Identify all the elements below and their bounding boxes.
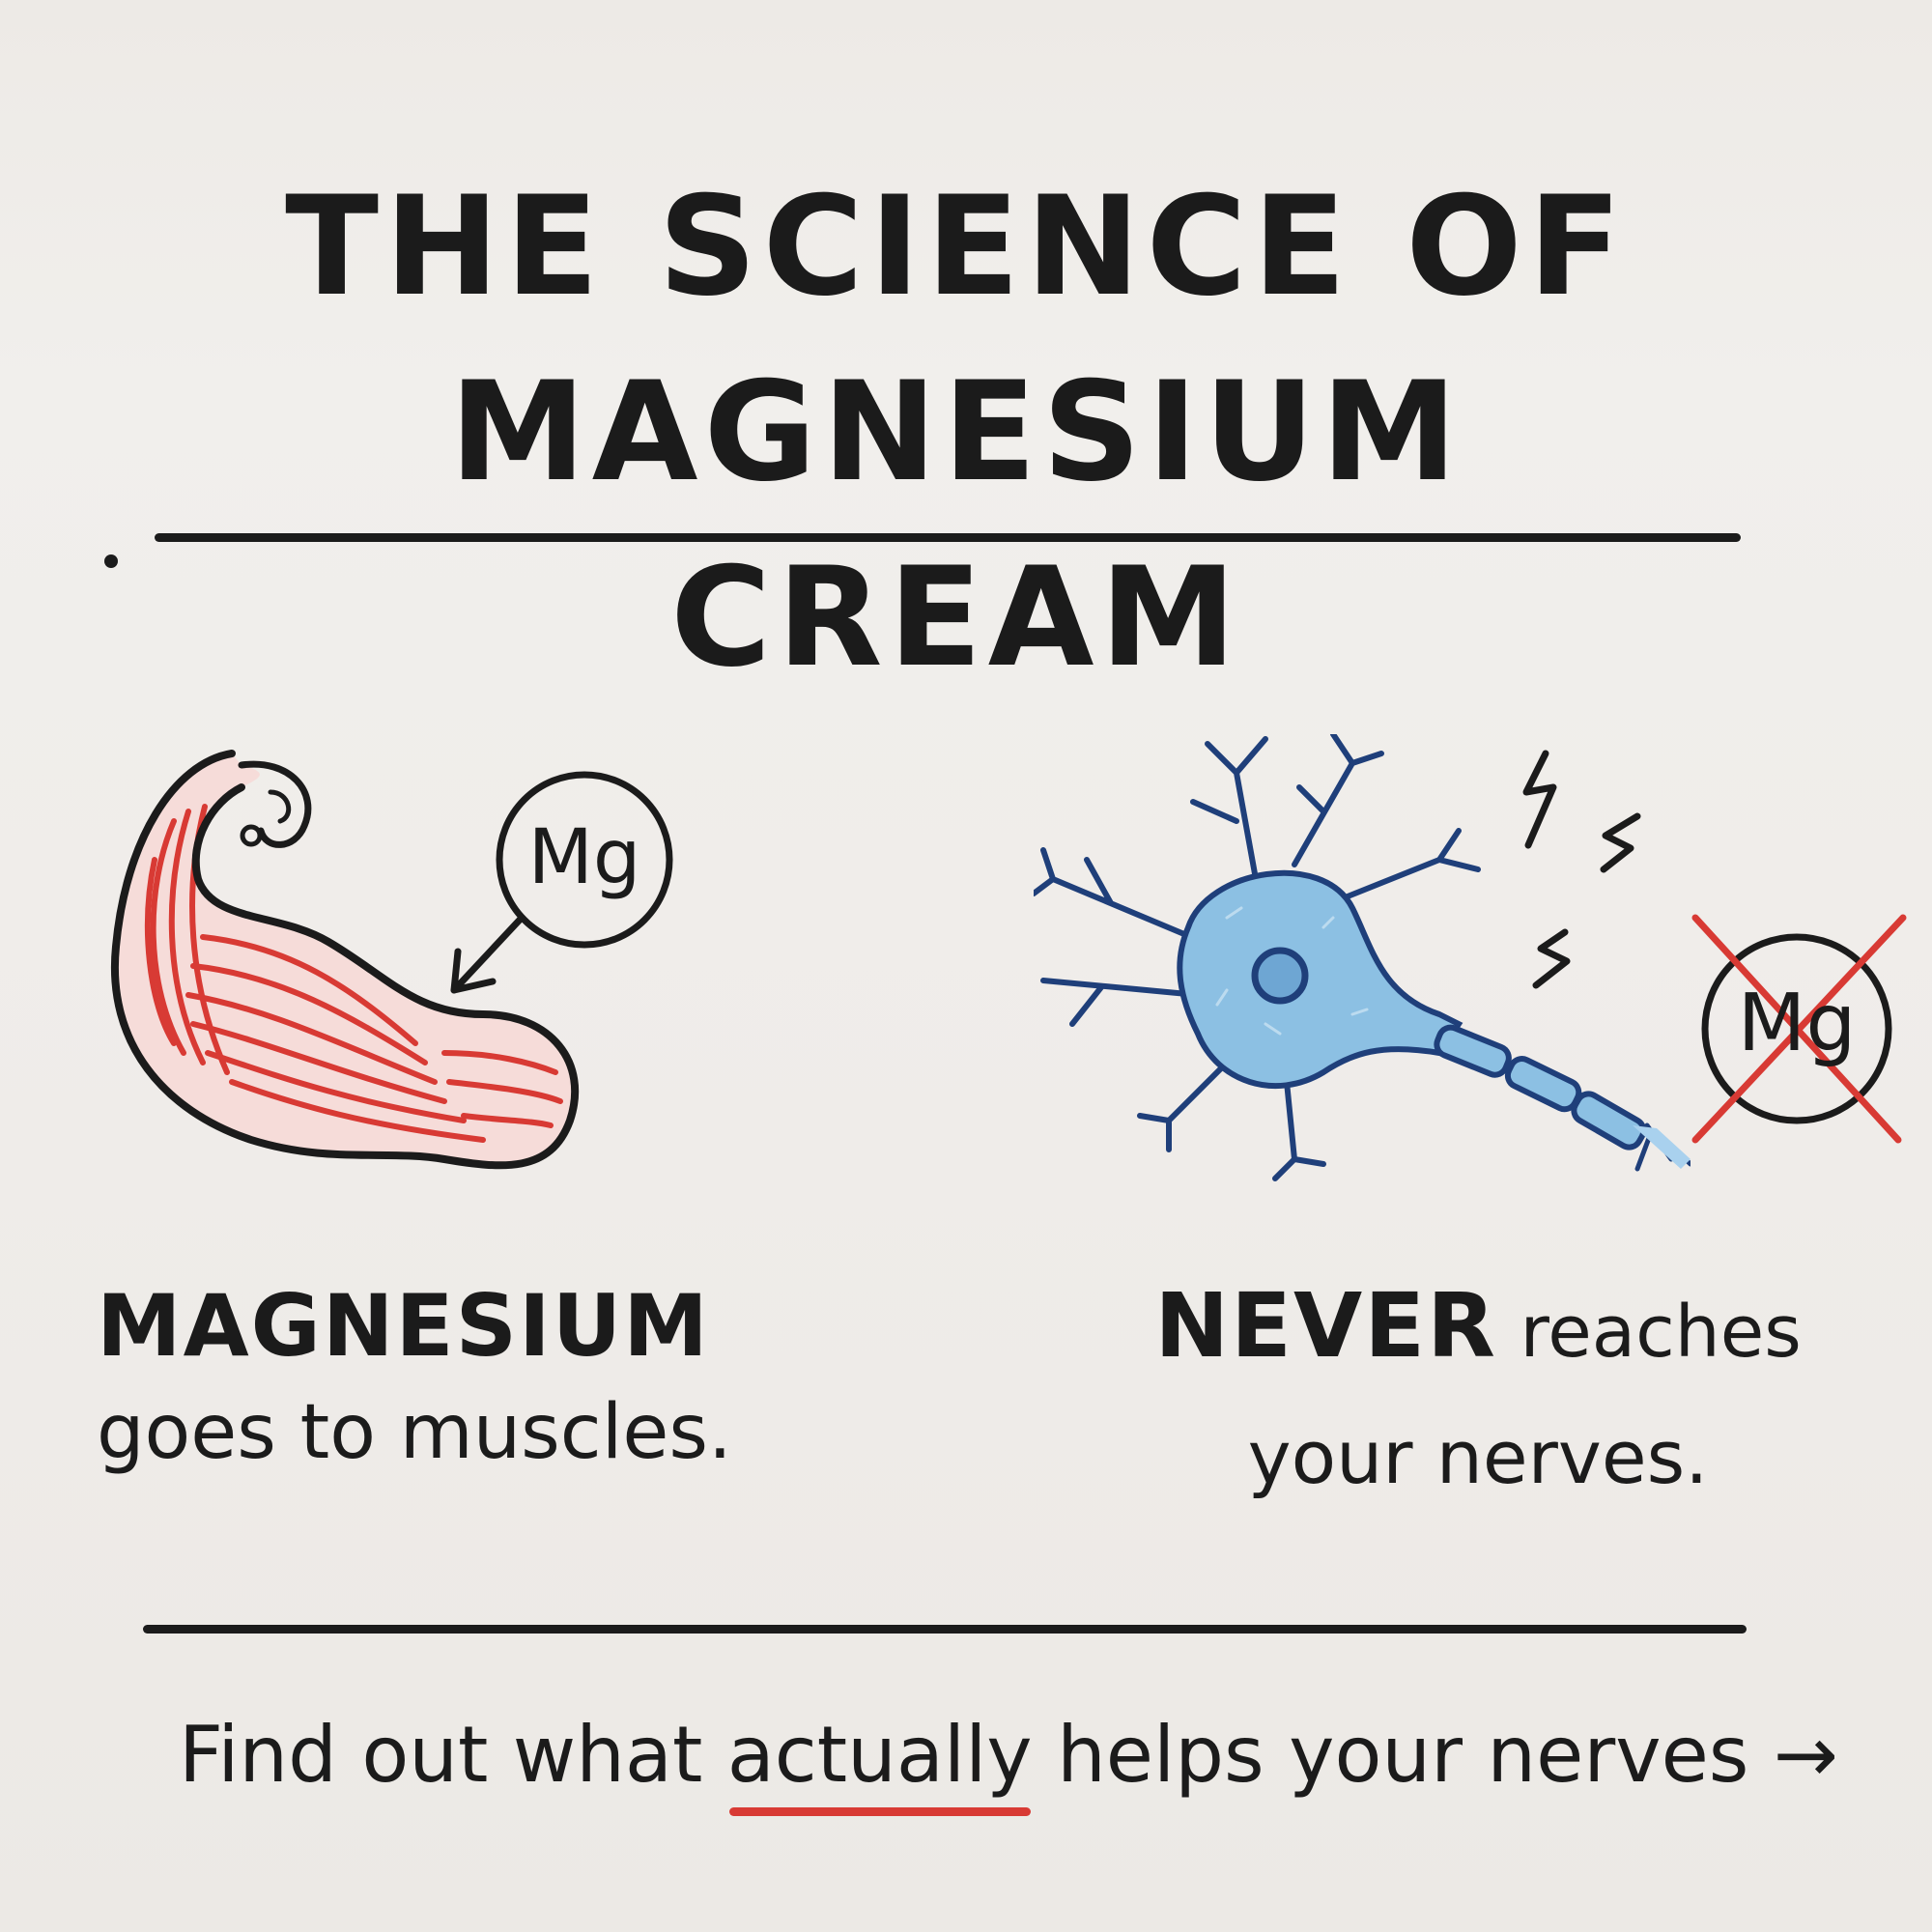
nerve-caption-line-2: your nerves.	[1247, 1414, 1709, 1500]
ink-dot	[104, 554, 118, 568]
spark-icon	[1522, 750, 1641, 989]
magnesium-badge-icon	[450, 771, 673, 994]
muscle-caption: MAGNESIUM goes to muscles.	[97, 1273, 773, 1486]
nerve-caption: NEVER reaches your nerves.	[1101, 1273, 1855, 1511]
title-underline	[155, 533, 1741, 542]
bicep-muscle-icon	[110, 750, 580, 1170]
cta-link[interactable]: Find out what actually helps your nerves…	[179, 1702, 1869, 1816]
right-badge-label: Mg	[1737, 978, 1857, 1069]
muscle-caption-line-2: goes to muscles.	[97, 1389, 732, 1476]
muscle-caption-line-1: MAGNESIUM	[97, 1276, 710, 1376]
cta-text-before: Find out what	[179, 1710, 727, 1800]
section-divider	[143, 1625, 1747, 1634]
cta-emphasis: actually	[727, 1702, 1033, 1816]
nerve-caption-rest: reaches	[1496, 1291, 1802, 1374]
nerve-caption-line-1: NEVER reaches	[1101, 1273, 1855, 1405]
neuron-icon	[1034, 734, 1690, 1181]
page-title: THE SCIENCE OF MAGNESIUM CREAM	[145, 155, 1768, 711]
arrow-right-icon: →	[1773, 1710, 1838, 1800]
nerve-caption-emphasis: NEVER	[1154, 1274, 1497, 1378]
cta-text-after: helps your nerves	[1032, 1710, 1774, 1800]
left-badge-label: Mg	[527, 814, 641, 901]
magnesium-crossed-badge-icon	[1691, 914, 1907, 1144]
title-line-1: THE SCIENCE OF	[285, 167, 1628, 327]
title-line-2: MAGNESIUM CREAM	[449, 353, 1463, 697]
